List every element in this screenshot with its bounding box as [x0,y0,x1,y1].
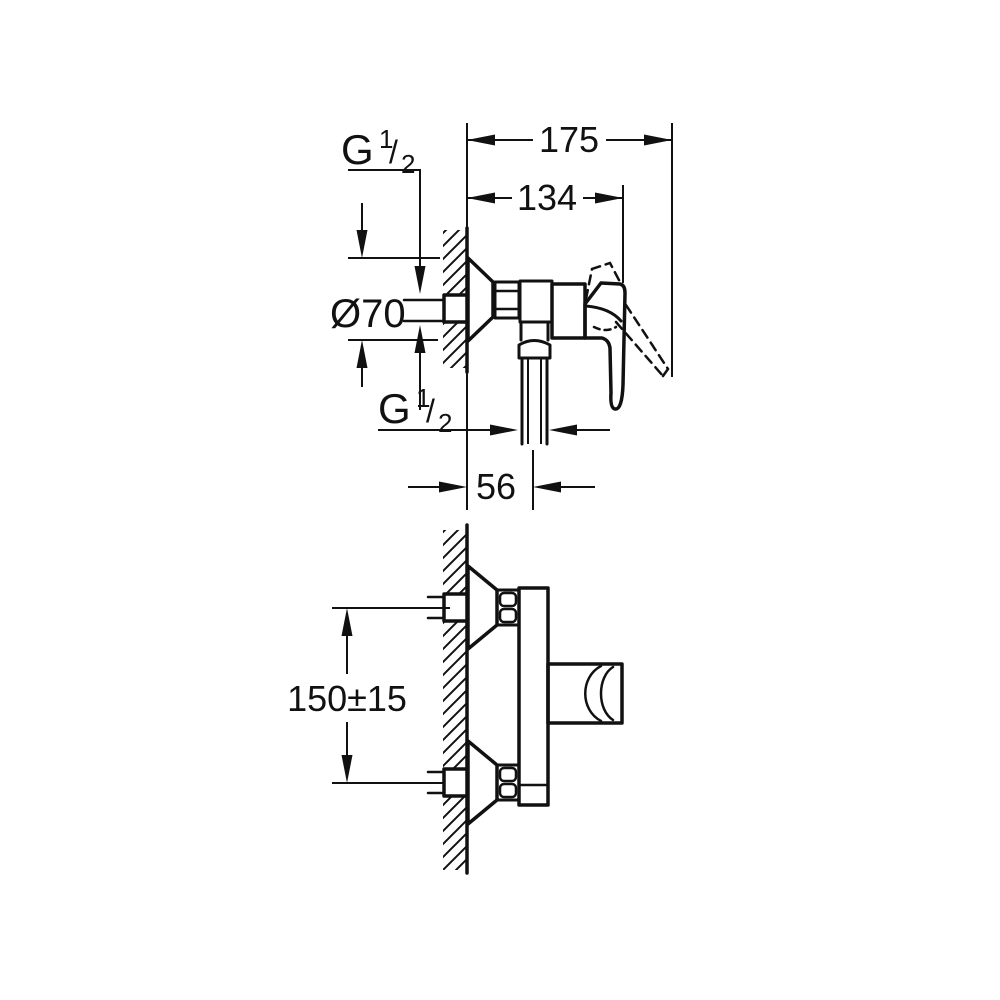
escutcheon-side [466,256,495,343]
arrowhead-56-left [439,481,467,493]
upper-nut-facet-2 [498,607,518,624]
supply-nipple-side [442,293,469,324]
handle-lever-solid [583,281,627,411]
dimension-outlet-offset: 56 [408,450,595,510]
label-outlet-thread: G 1 / 2 [378,325,610,438]
arrowhead-175-right [644,134,672,146]
handle-dashed-bottom-edge [614,320,665,378]
upper-nut-facet-1 [498,591,518,608]
dimension-text-o70: Ø70 [330,292,406,336]
arrowhead-175-left [467,134,495,146]
inlet-thread-text: G 1 / 2 [341,124,415,179]
handle-dashed-top-edge [624,303,670,371]
mixer-body-front [517,586,624,807]
union-nut-side [493,280,521,320]
lower-supply-nipple [442,767,469,798]
arrowhead-o70-bottom [356,340,368,368]
mixer-body-side [550,282,587,340]
arrowhead-134-left [467,192,495,204]
handle-lever-dashed [584,261,670,378]
upper-inlet [426,564,521,651]
inlet-pipe-side [402,293,469,324]
front-view: 150±15 [287,523,624,875]
side-view: 175 134 G 1 / 2 [330,119,673,510]
union-nut-outline [493,280,521,320]
body-plate [517,586,550,807]
handle-dashed-arc [592,325,618,332]
outlet-side [517,320,552,446]
inlet-connection-side [518,279,554,324]
handle-grip-arc-outer [584,664,603,723]
outlet-thread-arrowhead-left [549,424,577,436]
handle-dashed-head [584,261,622,301]
dimension-escutcheon-diameter: Ø70 [330,203,440,387]
outlet-thread-arrowhead-right [490,424,518,436]
dimension-text-175: 175 [539,119,599,160]
label-inlet-thread: G 1 / 2 [341,124,426,294]
dimension-text-134: 134 [517,177,577,218]
lower-nut-facet-1 [498,766,518,783]
outlet-thread-up-arrowhead [414,325,426,353]
wall-section-front [443,523,469,875]
dimension-body-depth: 134 [467,177,624,283]
handle-end-view [546,662,624,725]
cartridge-dome-arc [584,304,623,323]
arrowhead-56-right [533,481,561,493]
handle-grip-arc-inner [599,665,615,722]
dimension-total-depth: 175 [467,119,673,377]
arrowhead-o70-top [356,230,368,258]
dimension-text-56: 56 [476,466,516,507]
inlet-thread-arrowhead [414,266,426,294]
inlet-thread-leader [348,169,421,266]
lower-nut-facet-2 [498,782,518,799]
arrowhead-150-bottom [341,755,353,783]
lower-escutcheon [466,739,499,826]
upper-escutcheon [466,564,499,651]
handle-dashed-tip [661,367,670,378]
outlet-nut [517,339,552,360]
dimension-text-150: 150±15 [287,678,407,719]
arrowhead-134-right [595,192,623,204]
arrowhead-150-top [341,608,353,636]
wall-hatch-front [443,530,467,870]
dimension-inlet-spacing: 150±15 [287,607,450,784]
